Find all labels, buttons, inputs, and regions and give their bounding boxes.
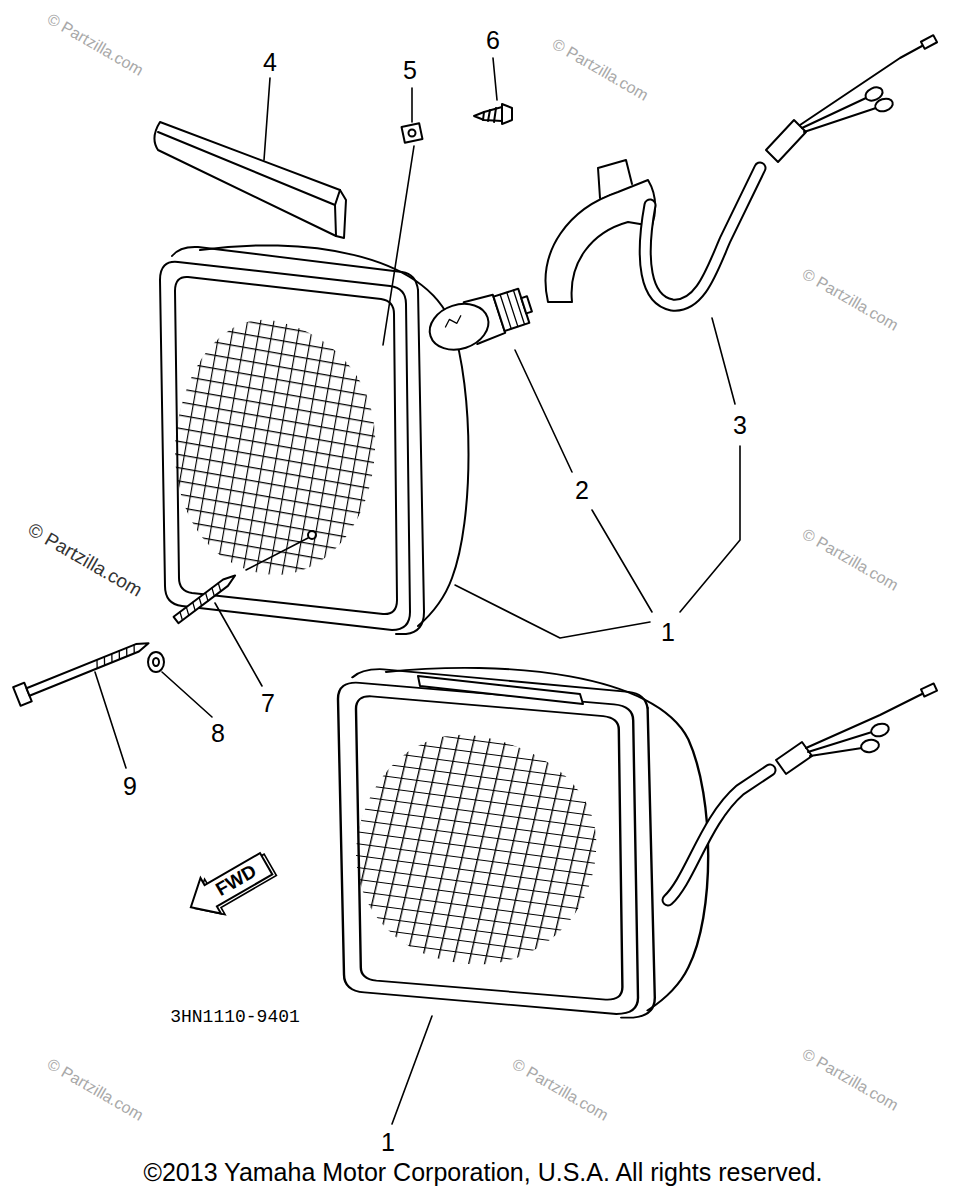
socket-harness-part xyxy=(921,35,937,49)
screw xyxy=(474,104,512,124)
callout-number: 2 xyxy=(575,476,589,505)
leader-lines-part xyxy=(246,538,308,570)
callout-number: 9 xyxy=(123,772,137,801)
nut-part xyxy=(409,130,416,137)
arrow-shape xyxy=(180,845,276,924)
bulb-part xyxy=(500,290,524,329)
watermark: © Partzilla.com xyxy=(549,35,652,105)
trim-strip-part xyxy=(335,190,340,205)
leader-lines-part xyxy=(592,510,652,612)
lower-headlight-part xyxy=(870,722,891,739)
bulb-part xyxy=(444,316,463,327)
watermark: © Partzilla.com xyxy=(799,525,902,595)
leader-lines-part xyxy=(264,78,270,160)
watermark: © Partzilla.com xyxy=(799,1045,902,1115)
trim-strip-part xyxy=(154,122,346,238)
diagram-code: 3HN1110-9401 xyxy=(170,1007,300,1028)
watermark: © Partzilla.com xyxy=(44,1055,147,1125)
callout-number: 5 xyxy=(403,56,417,85)
screw-part xyxy=(474,107,502,121)
socket-harness-part xyxy=(645,168,760,305)
lower-headlight-part xyxy=(418,676,583,704)
leader-lines-part xyxy=(95,672,126,768)
socket-harness-part xyxy=(598,160,632,198)
washer xyxy=(148,652,164,672)
trim-strip xyxy=(154,122,346,238)
upper-headlight-part xyxy=(308,531,316,539)
washer-part xyxy=(153,658,159,666)
lower-headlight-part xyxy=(860,739,880,754)
bulb-part xyxy=(521,296,532,313)
screw-part xyxy=(502,104,512,124)
watermark: © Partzilla.com xyxy=(24,519,146,602)
watermark: © Partzilla.com xyxy=(44,10,147,80)
screw-7-part xyxy=(174,572,238,623)
leader-lines-part xyxy=(215,603,262,686)
leader-lines-part xyxy=(411,88,413,122)
copyright-notice: ©2013 Yamaha Motor Corporation, U.S.A. A… xyxy=(144,1158,823,1187)
leader-lines-part xyxy=(680,446,740,612)
callout-number: 4 xyxy=(263,48,277,77)
screw-part xyxy=(483,108,496,122)
callout-number: 7 xyxy=(261,689,275,718)
socket-harness-part xyxy=(874,97,895,114)
leader-lines-part xyxy=(455,585,650,638)
socket-harness-part xyxy=(802,98,866,128)
leader-lines-part xyxy=(493,58,497,100)
nut-part xyxy=(402,123,423,142)
callout-number: 1 xyxy=(661,618,675,647)
upper-headlight xyxy=(160,245,469,634)
nut xyxy=(402,123,423,142)
watermark: © Partzilla.com xyxy=(509,1055,612,1125)
trim-strip-part xyxy=(158,132,336,236)
callout-number: 1 xyxy=(381,1128,395,1157)
lower-headlight xyxy=(338,668,937,1018)
direction-arrow: FWD xyxy=(180,845,276,924)
bulb-part xyxy=(424,297,495,357)
socket-harness-part xyxy=(645,168,760,305)
bulb-part xyxy=(493,289,529,331)
screw-7 xyxy=(174,572,238,623)
bolt-part xyxy=(27,640,151,696)
leader-lines xyxy=(95,58,740,1124)
watermark: © Partzilla.com xyxy=(799,265,902,335)
lower-headlight-part xyxy=(668,770,770,900)
lower-headlight-part xyxy=(668,770,770,900)
bolt-part xyxy=(94,645,137,669)
callout-number: 8 xyxy=(211,719,225,748)
screw-7-part xyxy=(178,583,224,620)
upper-headlight-part xyxy=(160,245,469,634)
leader-lines-part xyxy=(515,350,572,472)
bulb xyxy=(424,283,537,357)
leader-lines-part xyxy=(162,672,212,717)
socket-harness xyxy=(546,35,937,305)
lower-headlight-part xyxy=(338,668,708,1018)
socket-harness-part xyxy=(804,108,876,132)
washer-part xyxy=(148,652,164,672)
lower-headlight-part xyxy=(806,694,922,748)
lower-headlight-part xyxy=(810,748,862,756)
callout-number: 3 xyxy=(733,411,747,440)
leader-lines-part xyxy=(712,318,735,404)
leader-lines-part xyxy=(392,1016,432,1124)
socket-harness-part xyxy=(766,120,806,162)
callout-number: 6 xyxy=(486,26,500,55)
leader-lines-part xyxy=(383,146,414,345)
lower-headlight-part xyxy=(921,683,937,696)
bolt xyxy=(13,634,152,706)
